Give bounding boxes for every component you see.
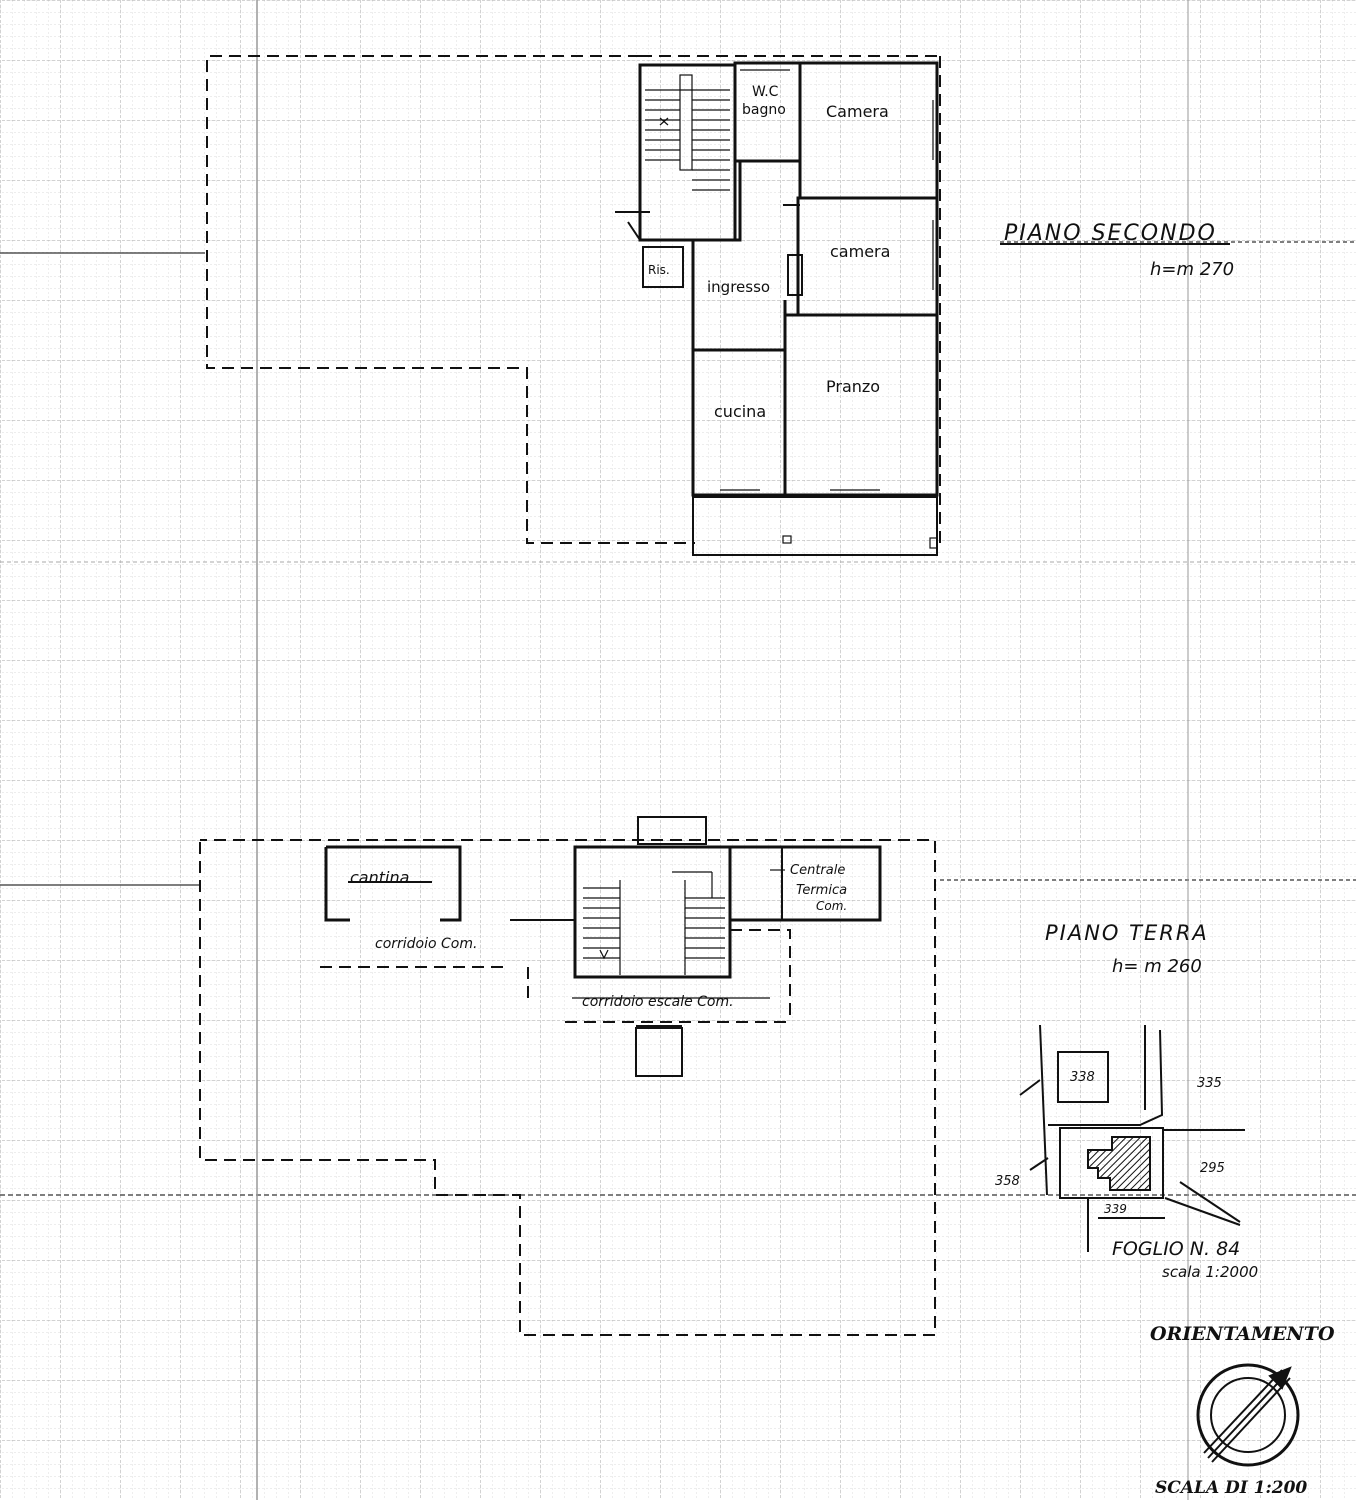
parcel-358: 358 [995,1174,1020,1189]
camera-2-label: camera [830,242,890,261]
second-floor-height: h=m 270 [1150,259,1234,280]
balcony [692,496,938,556]
centrale-label-1: Centrale [790,863,845,878]
ingresso-label: ingresso [707,278,770,296]
corridoio-com-label: corridoio Com. [375,936,477,952]
parcel-335: 335 [1197,1076,1222,1091]
foglio-label: FOGLIO N. 84 [1112,1238,1240,1260]
drawing-scale-label: SCALA DI 1:200 [1155,1478,1307,1498]
ground-floor-height: h= m 260 [1112,956,1202,977]
wc-label: W.C [752,84,779,100]
ground-corridor [320,919,791,1023]
centrale-label-2: Termica [796,883,847,898]
second-floor-title: PIANO SECONDO [1004,221,1217,246]
cucina-label: cucina [714,402,766,421]
cadastral-map: 338 335 295 358 339 FOGLIO N. 84 scala 1… [995,1024,1258,1281]
second-floor-walls [691,61,939,556]
cadastral-scale-label: scala 1:2000 [1162,1263,1258,1281]
parcel-339: 339 [1104,1202,1127,1216]
corridoio-scale-label: corridoio escale Com. [582,994,734,1010]
cantina-label: cantina [350,868,409,887]
north-arrow-icon [1203,1366,1292,1463]
centrale-label-3: Com. [816,899,847,913]
building-hatch [1087,1136,1151,1191]
orientation-title: ORIENTAMENTO [1150,1323,1335,1345]
parcel-338: 338 [1070,1070,1095,1085]
second-floor-outline [206,55,695,544]
orientation-compass: ORIENTAMENTO [1150,1323,1335,1467]
bagno-label: bagno [742,102,786,118]
ground-floor-title: PIANO TERRA [1045,921,1209,945]
pranzo-label: Pranzo [826,377,880,396]
compass-inner-ring [1210,1377,1286,1453]
centrale-termica-room [728,845,882,922]
risc-label: Ris. [648,263,670,277]
ground-floor-plan: cantina corridoio Com. corridoio escale … [199,816,1209,1336]
compass-outer-ring [1196,1363,1300,1467]
second-floor-plan: Ris. W.C bagno [206,55,1234,556]
parcel-295: 295 [1200,1161,1225,1176]
camera-1-label: Camera [826,102,889,121]
ground-floor-outline [199,839,936,1336]
